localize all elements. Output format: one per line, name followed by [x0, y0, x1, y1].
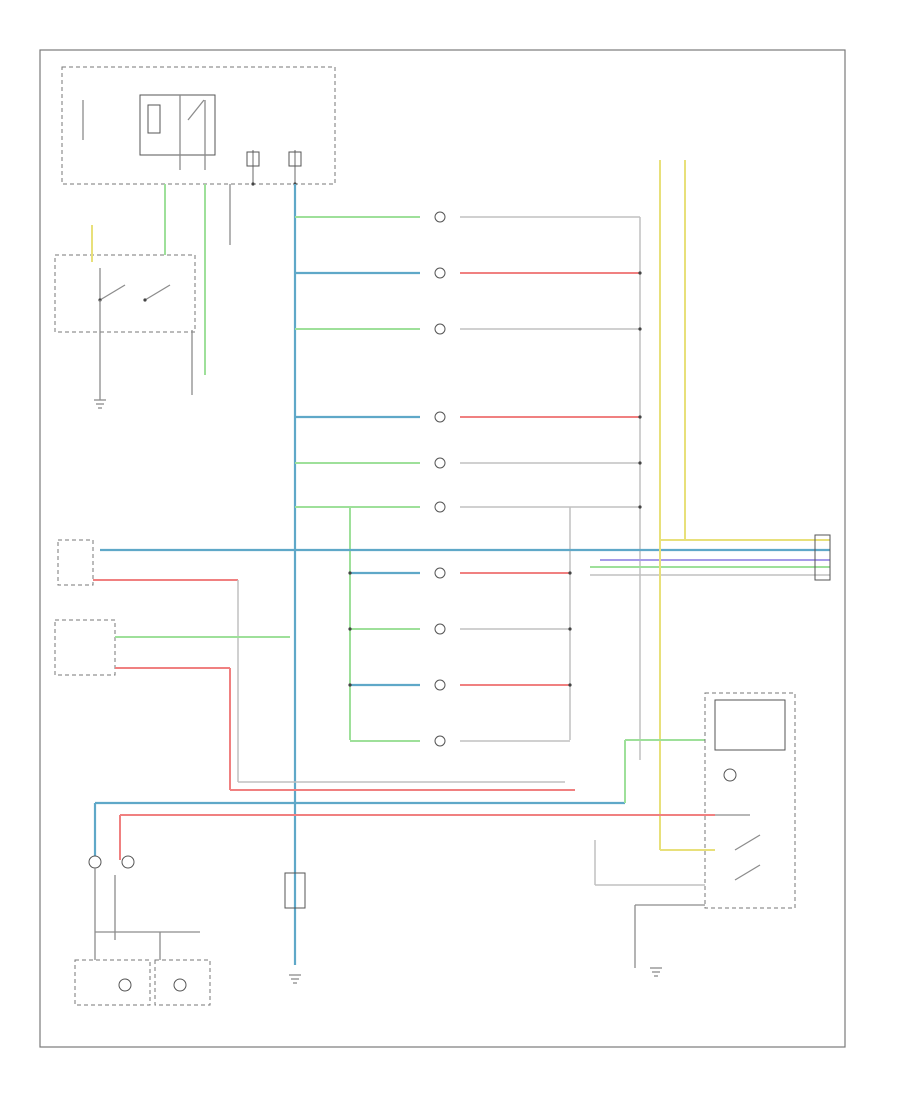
lamp-circuit [350, 679, 570, 691]
bottom-center-component [284, 872, 306, 909]
lamp-circuit [295, 411, 640, 423]
ground-symbol [650, 967, 662, 977]
lamp-circuit [295, 457, 640, 469]
bottom-harness [93, 739, 705, 860]
lamp-circuit [295, 501, 640, 513]
bus-to-right-connector [100, 539, 830, 576]
lamp-circuit [350, 623, 570, 635]
left-switch-box [54, 184, 231, 400]
fuse-box [61, 66, 336, 186]
ground-symbol [289, 974, 301, 984]
diagram-frame [39, 49, 846, 1048]
right-switch-box [594, 692, 796, 968]
lamp-circuit [350, 735, 570, 747]
right-feed-wires [659, 160, 686, 850]
ground-symbol [94, 399, 106, 409]
lamp-circuit [295, 323, 640, 335]
lamp-circuit [295, 267, 640, 279]
lamp-circuit [350, 567, 570, 579]
bottom-left-lamps [74, 855, 211, 1006]
right-connector [814, 534, 831, 581]
left-component [54, 539, 575, 791]
lamp-circuit [295, 211, 640, 223]
